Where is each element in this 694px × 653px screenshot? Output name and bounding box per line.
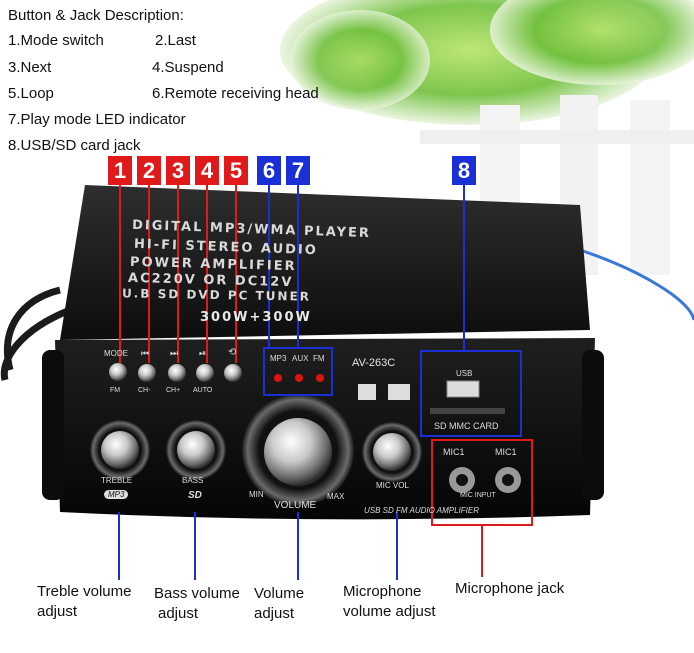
control-buttons — [109, 363, 242, 382]
knob-label-max: MAX — [327, 492, 345, 501]
description-heading: Button & Jack Description: — [8, 7, 184, 24]
led-label-aux: AUX — [292, 354, 309, 363]
caption-bass: Bass volume adjust — [154, 584, 240, 624]
caption-treble: Treble volume adjust — [37, 582, 131, 622]
pointer-line-mic-jack — [481, 525, 483, 577]
caption-volume: Volume adjust — [254, 584, 304, 624]
badge-7: 7 — [286, 156, 310, 185]
desc-item-2: 2.Last — [155, 32, 196, 49]
btn-label-play: ⏯ — [199, 348, 207, 358]
caption-treble-line-2: adjust — [37, 603, 78, 620]
mic-label-2: MIC1 — [495, 447, 517, 457]
caption-volume-line-2: adjust — [254, 605, 295, 622]
pointer-line-6 — [268, 185, 270, 348]
knob-label-treble: TREBLE — [101, 476, 133, 485]
desc-item-6: 6.Remote receiving head — [152, 85, 319, 102]
desc-item-8: 8.USB/SD card jack — [8, 137, 141, 154]
knob-label-volume: VOLUME — [274, 500, 317, 511]
badge-6: 6 — [257, 156, 281, 185]
pointer-line-volume — [297, 512, 299, 580]
pointer-line-bass — [194, 512, 196, 580]
btn-label-next: ⏭ — [170, 348, 179, 358]
desc-item-7: 7.Play mode LED indicator — [8, 111, 186, 128]
mic-jacks — [449, 467, 521, 493]
led-label-fm: FM — [313, 354, 325, 363]
pointer-line-1 — [119, 185, 121, 363]
pointer-line-2 — [148, 185, 150, 363]
pointer-line-8 — [463, 185, 465, 351]
led-box — [263, 347, 333, 396]
power-rating: 300W+300W — [200, 310, 312, 325]
badge-8: 8 — [452, 156, 476, 185]
badge-3: 3 — [166, 156, 190, 185]
amplifier-top — [60, 185, 590, 340]
mic-input-label: MIC INPUT — [460, 492, 496, 499]
btn-label-prev: ⏮ — [141, 348, 150, 358]
caption-mic-volume-line-2: volume adjust — [343, 603, 436, 620]
usb-port — [446, 380, 480, 398]
knob-label-mic-vol: MIC VOL — [376, 481, 409, 490]
model-number: AV-263C — [352, 357, 396, 369]
caption-treble-line-1: Treble volume — [37, 583, 132, 600]
caption-mic-jack-line-1: Microphone jack — [455, 580, 565, 597]
mp3-logo: MP3 — [104, 490, 129, 499]
sd-slot — [430, 408, 505, 414]
badge-1: 1 — [108, 156, 132, 185]
caption-bass-line-2: adjust — [158, 605, 199, 622]
badge-4: 4 — [195, 156, 219, 185]
desc-item-1: 1.Mode switch — [8, 32, 104, 49]
btn-label-fm: FM — [110, 387, 121, 394]
knobs — [90, 394, 422, 506]
sd-card-label: SD MMC CARD — [434, 421, 499, 431]
badge-5: 5 — [224, 156, 248, 185]
btn-label-ch-minus: CH- — [138, 387, 151, 394]
pointer-line-5 — [235, 185, 237, 363]
caption-mic-volume-line-1: Microphone — [343, 583, 422, 600]
usb-box — [420, 350, 522, 437]
desc-item-5: 5.Loop — [8, 85, 54, 102]
btn-label-ch-plus: CH+ — [166, 387, 181, 394]
pointer-line-4 — [206, 185, 208, 363]
sd-logo: SD — [188, 490, 202, 501]
background-foliage — [280, 0, 694, 275]
pointer-line-3 — [177, 185, 179, 363]
badge-2: 2 — [137, 156, 161, 185]
blue-wire — [579, 248, 694, 321]
caption-mic-volume: Microphone volume adjust — [343, 582, 436, 622]
knob-label-min: MIN — [249, 490, 264, 499]
caption-bass-line-1: Bass volume — [154, 585, 240, 602]
btn-label-auto: AUTO — [193, 387, 213, 394]
power-cable — [0, 286, 72, 381]
led-label-mp3: MP3 — [270, 354, 287, 363]
caption-mic-jack: Microphone jack — [455, 579, 564, 599]
knob-label-bass: BASS — [182, 476, 204, 485]
desc-item-4: 4.Suspend — [152, 59, 224, 76]
mode-leds — [274, 374, 324, 382]
btn-label-mode: MODE — [104, 349, 128, 358]
desc-item-3: 3.Next — [8, 59, 52, 76]
pointer-line-treble — [118, 512, 120, 580]
mic-label-1: MIC1 — [443, 447, 465, 457]
pointer-line-7 — [297, 185, 299, 348]
btn-label-loop: ⟲ — [228, 347, 237, 358]
pointer-line-mic-volume — [396, 512, 398, 580]
usb-label: USB — [456, 369, 473, 378]
caption-volume-line-1: Volume — [254, 585, 305, 602]
bottom-text: USB SD FM AUDIO AMPLIFIER — [364, 506, 479, 515]
